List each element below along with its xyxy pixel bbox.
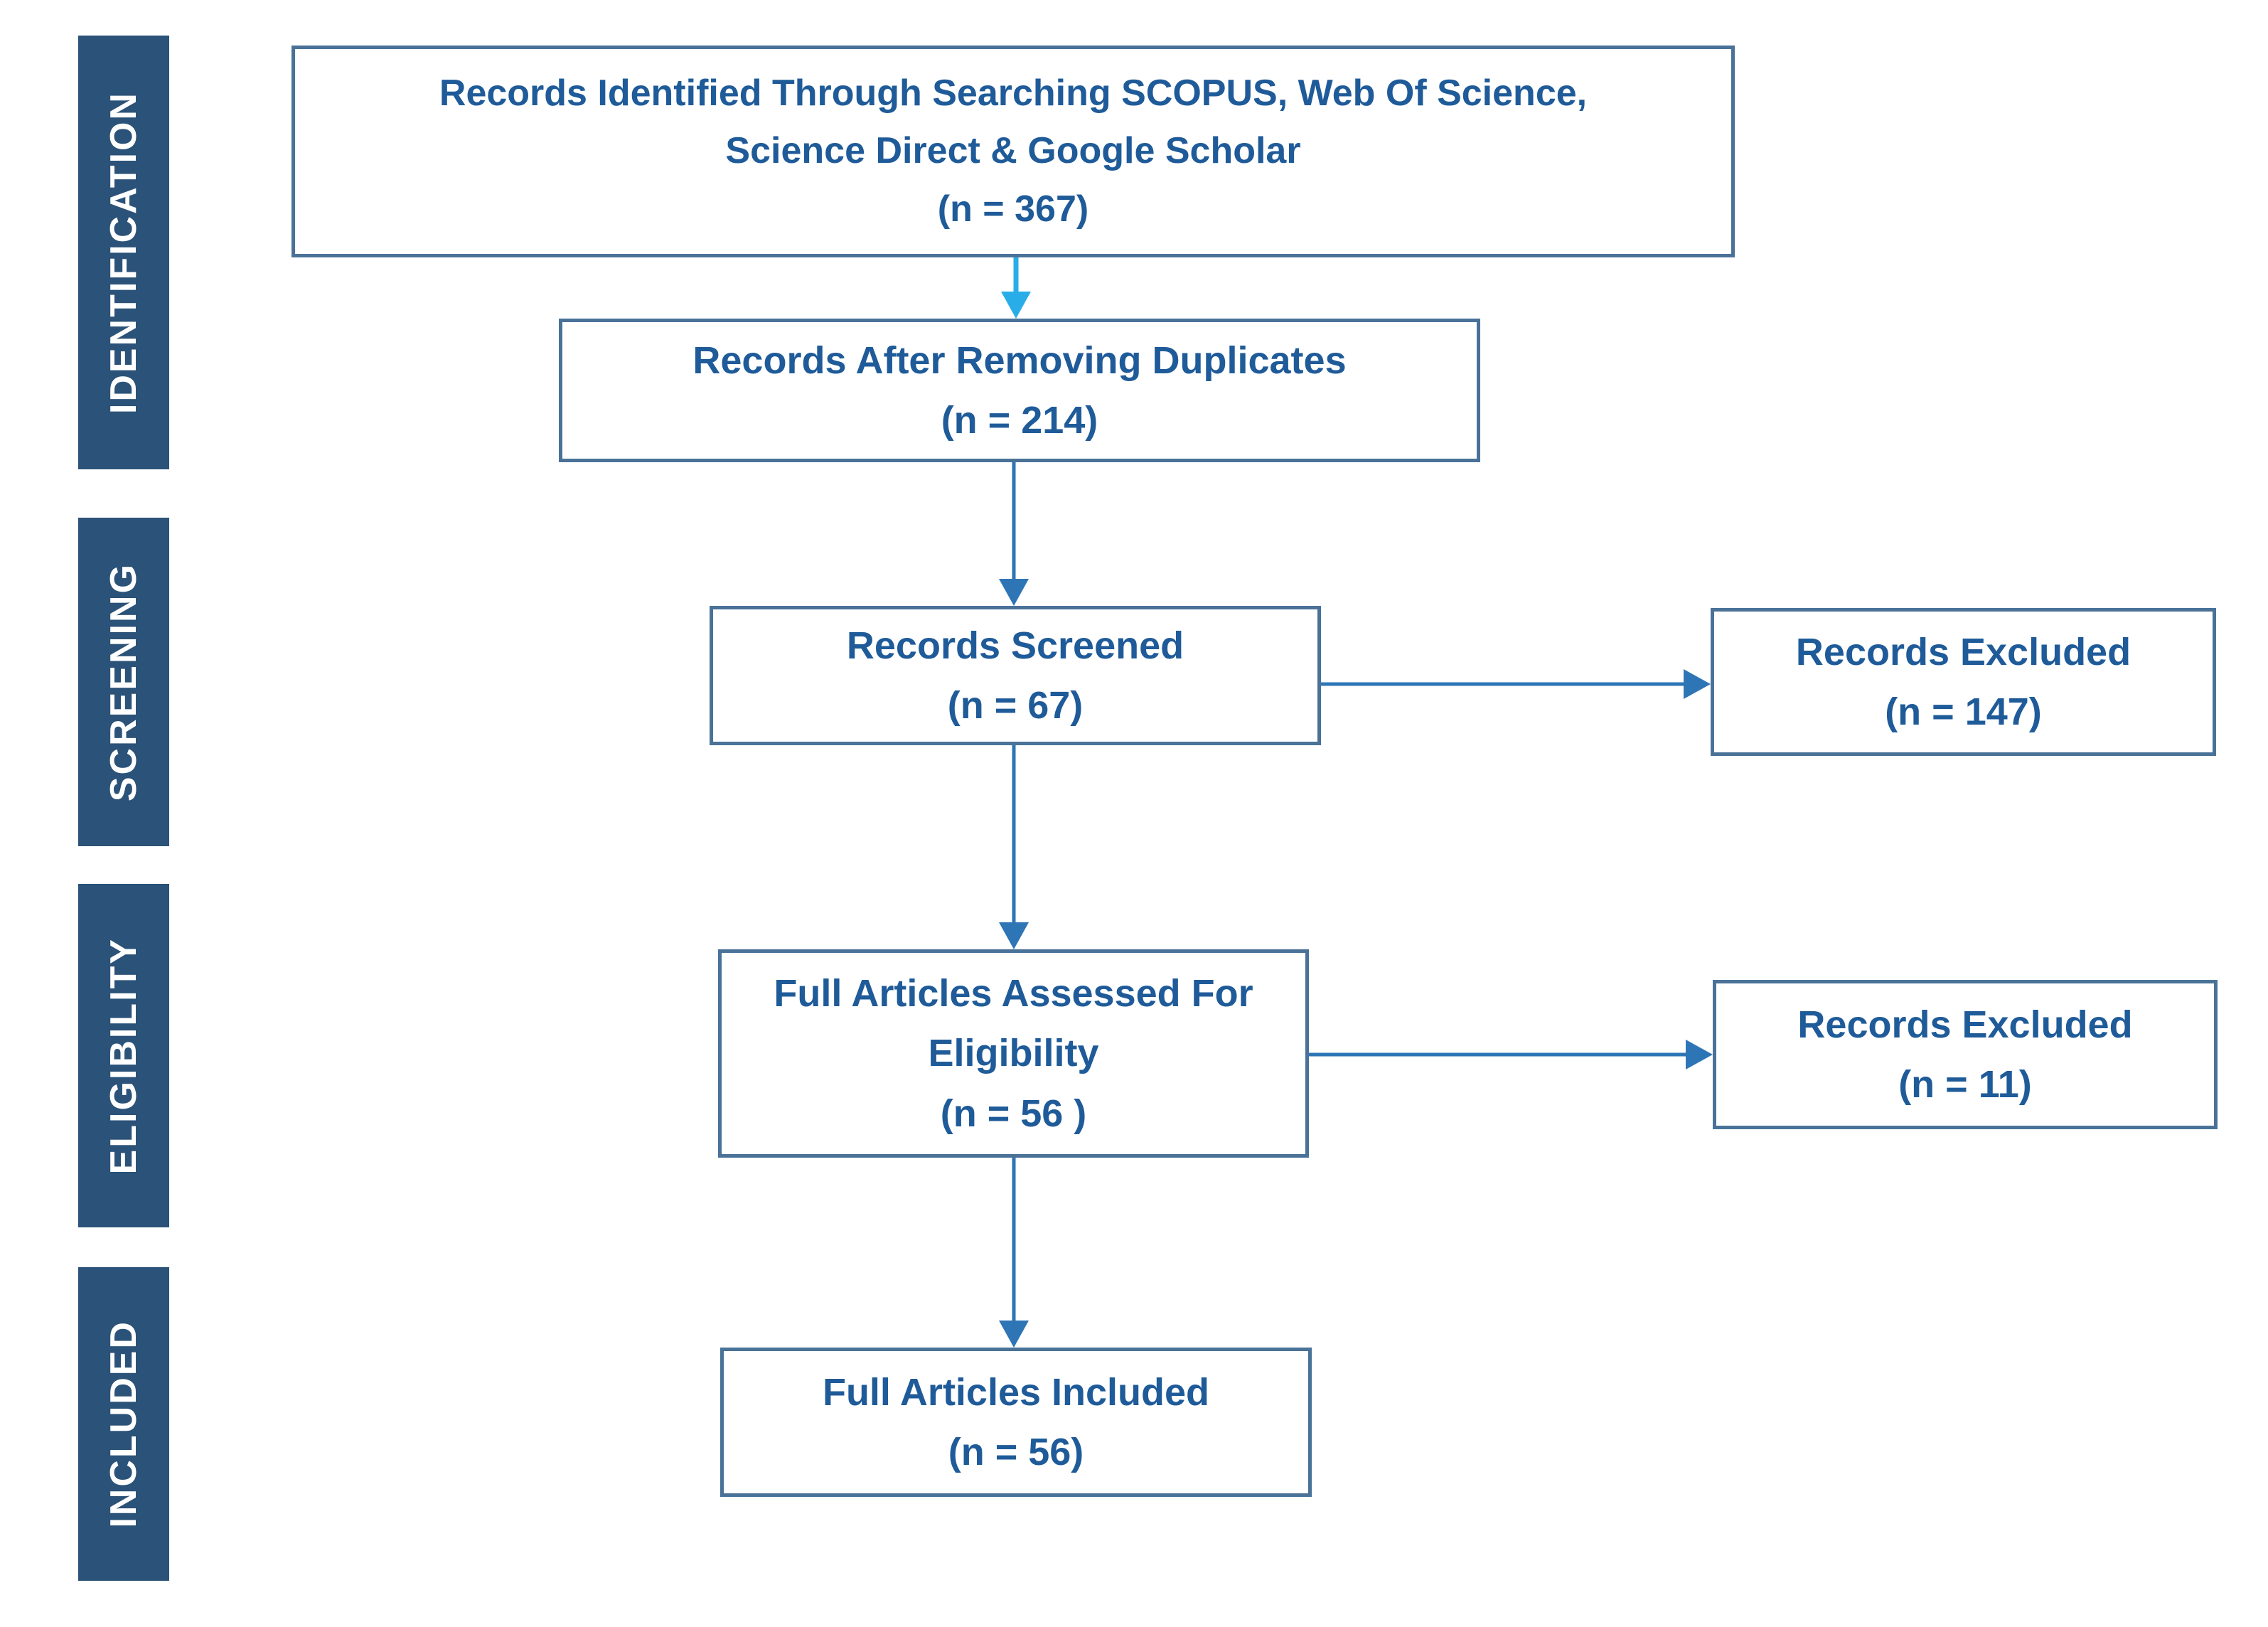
- arrow-identified-to-deduplicated: [1001, 257, 1031, 319]
- node-title: Records Screened: [846, 624, 1184, 667]
- arrowhead-down-icon: [999, 579, 1029, 606]
- stage-label-screening: SCREENING: [78, 518, 169, 846]
- stage-label-text: SCREENING: [103, 562, 144, 802]
- arrowhead-right-icon: [1684, 669, 1711, 699]
- node-full-articles-included: Full Articles Included (n = 56): [720, 1348, 1312, 1497]
- node-count: (n = 56): [948, 1431, 1084, 1473]
- arrow-shaft: [1012, 462, 1016, 583]
- node-title: Records After Removing Duplicates: [692, 338, 1347, 382]
- arrow-screened-to-excluded: [1321, 669, 1711, 699]
- node-count: (n = 367): [937, 188, 1089, 230]
- node-records-excluded-screening: Records Excluded (n = 147): [1711, 608, 2216, 756]
- arrow-deduplicated-to-screened: [999, 462, 1029, 606]
- node-title: Full Articles Included: [822, 1370, 1210, 1414]
- node-title: Records Excluded: [1797, 1003, 2133, 1046]
- node-count: (n = 11): [1898, 1063, 2032, 1106]
- arrow-screened-to-eligibility: [999, 745, 1029, 949]
- node-count: (n = 56 ): [940, 1092, 1087, 1135]
- stage-label-text: IDENTIFICATION: [103, 90, 144, 415]
- arrow-shaft: [1012, 745, 1016, 927]
- stage-label-eligibility: ELIGIBILITY: [78, 884, 169, 1227]
- node-records-excluded-eligibility: Records Excluded (n = 11): [1713, 980, 2218, 1129]
- arrow-shaft: [1013, 257, 1019, 296]
- node-title: Records Excluded: [1795, 630, 2131, 673]
- node-count: (n = 214): [941, 399, 1098, 442]
- stage-label-text: INCLUDED: [103, 1320, 144, 1528]
- node-title: Records Identified Through Searching SCO…: [439, 73, 1588, 172]
- node-records-screened: Records Screened (n = 67): [710, 606, 1321, 745]
- stage-label-included: INCLUDED: [78, 1267, 169, 1581]
- arrow-eligibility-to-excluded: [1309, 1040, 1713, 1069]
- node-count: (n = 67): [947, 684, 1084, 727]
- arrow-shaft: [1012, 1158, 1016, 1325]
- node-full-articles-assessed-for-eligibility: Full Articles Assessed For Eligibility (…: [718, 949, 1309, 1158]
- arrow-eligibility-to-included: [999, 1158, 1029, 1348]
- node-title: Full Articles Assessed For Eligibility: [774, 972, 1253, 1075]
- arrowhead-down-icon: [999, 922, 1029, 949]
- node-records-identified: Records Identified Through Searching SCO…: [291, 46, 1735, 257]
- arrowhead-down-icon: [999, 1321, 1029, 1348]
- arrowhead-right-icon: [1686, 1040, 1713, 1069]
- stage-label-identification: IDENTIFICATION: [78, 36, 169, 469]
- arrow-shaft: [1309, 1052, 1690, 1057]
- stage-label-text: ELIGIBILITY: [103, 937, 144, 1175]
- node-records-after-removing-duplicates: Records After Removing Duplicates (n = 2…: [559, 319, 1480, 462]
- arrow-shaft: [1321, 682, 1688, 686]
- node-count: (n = 147): [1885, 690, 2042, 733]
- arrowhead-down-icon: [1001, 292, 1031, 319]
